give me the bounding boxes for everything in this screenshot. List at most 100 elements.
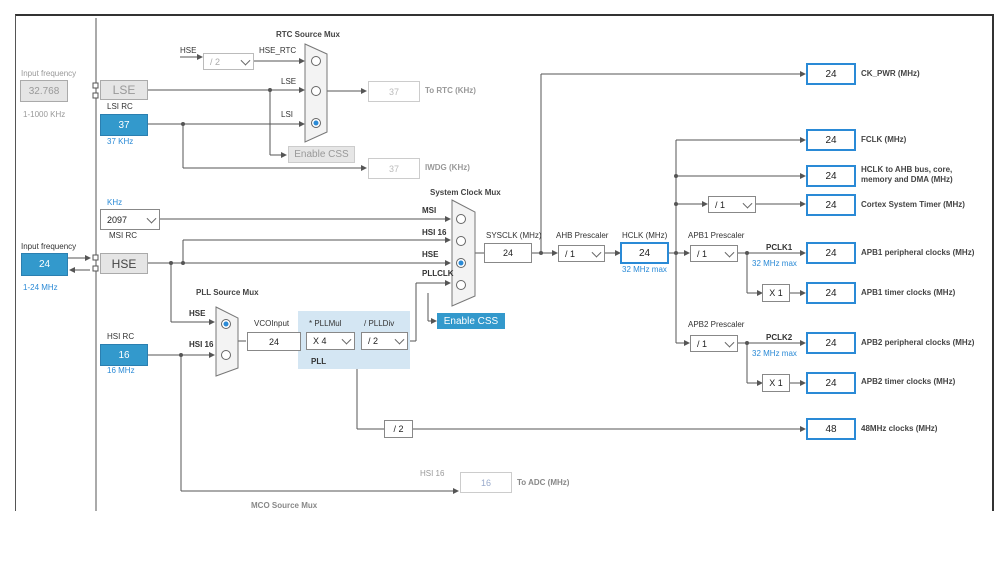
lsi-unit: 37 KHz xyxy=(107,137,134,146)
iwdg-value[interactable]: 37 xyxy=(368,158,420,179)
apb1-prescaler-label: APB1 Prescaler xyxy=(688,231,745,240)
usb-48mhz-label: 48MHz clocks (MHz) xyxy=(861,424,938,433)
sysclk-enable-css-button[interactable]: Enable CSS xyxy=(437,313,505,329)
pll-mul-value: X 4 xyxy=(313,336,327,346)
hse-range-label: 1-24 MHz xyxy=(23,283,58,292)
apb1-prescaler-select[interactable]: / 1 xyxy=(690,245,738,262)
vco-input-value[interactable]: 24 xyxy=(247,332,301,351)
lse-freq-input[interactable]: 32.768 xyxy=(20,80,68,102)
hclk-max: 32 MHz max xyxy=(622,265,667,274)
ahb-prescaler-select[interactable]: / 1 xyxy=(558,245,605,262)
msi-rc-label: MSI RC xyxy=(109,231,137,240)
pll-div-value: / 2 xyxy=(368,336,379,346)
pclk1-max: 32 MHz max xyxy=(752,259,797,268)
hclk-out-label: HCLK to AHB bus, core, memory and DMA (M… xyxy=(861,165,953,184)
cortex-divider-select[interactable]: / 1 xyxy=(708,196,756,213)
rtc-lsi-label: LSI xyxy=(281,110,294,119)
chevron-down-icon xyxy=(146,213,157,224)
apb2-peripheral-label: APB2 peripheral clocks (MHz) xyxy=(861,338,975,347)
rtc-hse-divider-value: / 2 xyxy=(210,56,221,67)
pll-mux-hsi16: HSI 16 xyxy=(189,340,214,349)
apb2-timer-label: APB2 timer clocks (MHz) xyxy=(861,377,956,386)
apb2-timer-multiplier[interactable]: X 1 xyxy=(762,374,790,392)
rtc-enable-css-button[interactable]: Enable CSS xyxy=(288,146,355,163)
lsi-value[interactable]: 37 xyxy=(100,114,148,136)
hse-oscillator[interactable]: HSE xyxy=(100,253,148,274)
sysclk-mux-title: System Clock Mux xyxy=(430,188,501,197)
hsi-unit: 16 MHz xyxy=(107,366,135,375)
usb-48mhz-value[interactable]: 48 xyxy=(806,418,856,440)
rtc-mux-title: RTC Source Mux xyxy=(276,30,341,39)
pclk2-max: 32 MHz max xyxy=(752,349,797,358)
apb2-prescaler-label: APB2 Prescaler xyxy=(688,320,745,329)
adc-source-label: HSI 16 xyxy=(420,469,445,478)
ahb-prescaler-value: / 1 xyxy=(565,248,576,259)
cortex-timer-label: Cortex System Timer (MHz) xyxy=(861,200,965,209)
hclk-label: HCLK (MHz) xyxy=(622,231,668,240)
sysclk-mux-hse: HSE xyxy=(422,250,439,259)
pll-div-select[interactable]: / 2 xyxy=(361,332,408,350)
chevron-down-icon xyxy=(394,334,405,345)
apb1-timer-value[interactable]: 24 xyxy=(806,282,856,304)
hsi-value[interactable]: 16 xyxy=(100,344,148,366)
pll-mul-label: * PLLMul xyxy=(309,319,342,328)
adc-label: To ADC (MHz) xyxy=(517,478,570,487)
pll-mux-hse: HSE xyxy=(189,309,206,318)
msi-range-value: 2097 xyxy=(107,214,128,225)
apb1-prescaler-value: / 1 xyxy=(697,248,708,259)
hse-freq-input[interactable]: 24 xyxy=(21,253,68,276)
vco-input-label: VCOInput xyxy=(254,319,290,328)
pll-mul-select[interactable]: X 4 xyxy=(306,332,355,350)
apb1-peripheral-label: APB1 peripheral clocks (MHz) xyxy=(861,248,975,257)
sysclk-label: SYSCLK (MHz) xyxy=(486,231,542,240)
hse-freq-label: Input frequency xyxy=(21,242,77,251)
pclk2-label: PCLK2 xyxy=(766,333,793,342)
lsi-rc-label: LSI RC xyxy=(107,102,133,111)
adc-value[interactable]: 16 xyxy=(460,472,512,493)
sysclk-mux-msi: MSI xyxy=(422,206,437,215)
chevron-down-icon xyxy=(742,198,753,209)
hsi-rc-label: HSI RC xyxy=(107,332,135,341)
chevron-down-icon xyxy=(240,55,251,66)
ck-pwr-value[interactable]: 24 xyxy=(806,63,856,85)
apb1-peripheral-value[interactable]: 24 xyxy=(806,242,856,264)
chevron-down-icon xyxy=(591,247,602,258)
rtc-hse-rtc-label: HSE_RTC xyxy=(259,46,297,55)
rtc-lse-label: LSE xyxy=(281,77,297,86)
pll-div-label: / PLLDiv xyxy=(364,319,395,328)
rtc-output-value[interactable]: 37 xyxy=(368,81,420,102)
rtc-output-label: To RTC (KHz) xyxy=(425,86,476,95)
sysclk-value[interactable]: 24 xyxy=(484,243,532,263)
pll-label: PLL xyxy=(311,357,327,366)
hclk-value[interactable]: 24 xyxy=(620,242,669,264)
chevron-down-icon xyxy=(724,337,735,348)
lse-range-label: 1-1000 KHz xyxy=(23,110,66,119)
rtc-hse-label: HSE xyxy=(180,46,197,55)
apb2-timer-value[interactable]: 24 xyxy=(806,372,856,394)
rtc-hse-divider[interactable]: / 2 xyxy=(203,53,254,70)
chevron-down-icon xyxy=(724,247,735,258)
usb-divider[interactable]: / 2 xyxy=(384,420,413,438)
iwdg-label: IWDG (KHz) xyxy=(425,163,470,172)
pll-mux-title: PLL Source Mux xyxy=(196,288,259,297)
chevron-down-icon xyxy=(341,334,352,345)
hclk-out-value[interactable]: 24 xyxy=(806,165,856,187)
apb2-prescaler-value: / 1 xyxy=(697,338,708,349)
fclk-label: FCLK (MHz) xyxy=(861,135,907,144)
ck-pwr-label: CK_PWR (MHz) xyxy=(861,69,920,78)
msi-range-select[interactable]: 2097 xyxy=(100,209,160,230)
lse-oscillator[interactable]: LSE xyxy=(100,80,148,100)
fclk-value[interactable]: 24 xyxy=(806,129,856,151)
apb1-timer-label: APB1 timer clocks (MHz) xyxy=(861,288,956,297)
pclk1-label: PCLK1 xyxy=(766,243,793,252)
clock-tree-frame xyxy=(15,14,994,511)
apb2-peripheral-value[interactable]: 24 xyxy=(806,332,856,354)
mco-mux-title: MCO Source Mux xyxy=(251,501,318,510)
apb1-timer-multiplier[interactable]: X 1 xyxy=(762,284,790,302)
sysclk-mux-hsi16: HSI 16 xyxy=(422,228,447,237)
cortex-timer-value[interactable]: 24 xyxy=(806,194,856,216)
sysclk-mux-pllclk: PLLCLK xyxy=(422,269,454,278)
apb2-prescaler-select[interactable]: / 1 xyxy=(690,335,738,352)
cortex-divider-value: / 1 xyxy=(715,199,726,210)
